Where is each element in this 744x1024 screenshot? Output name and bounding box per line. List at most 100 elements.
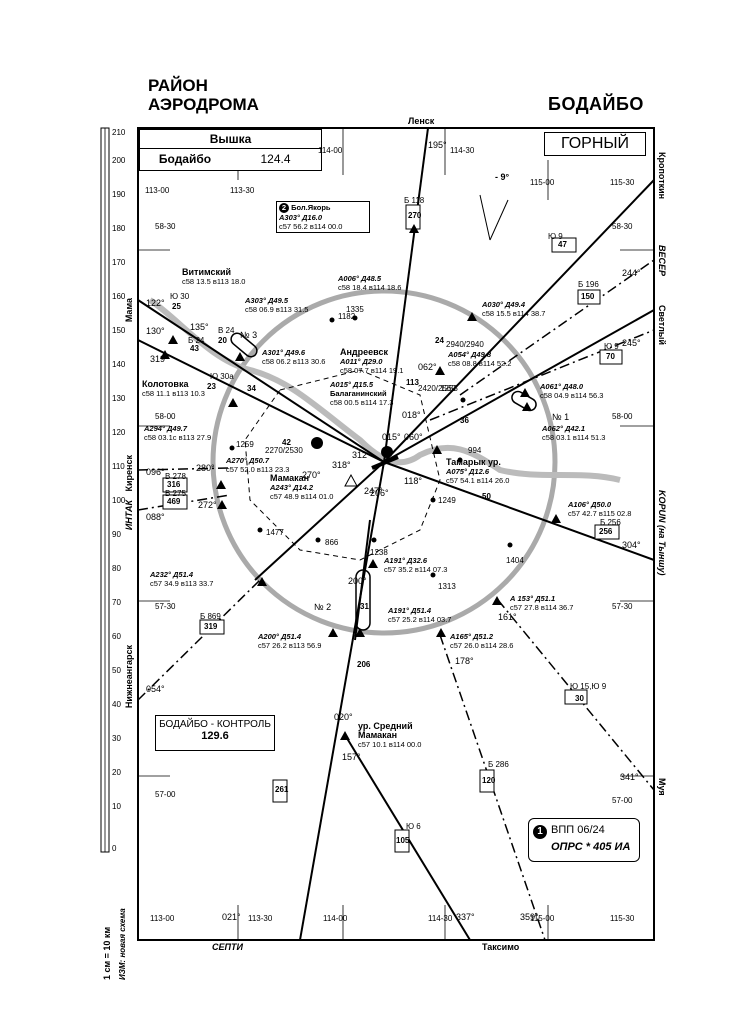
course-label: 178°	[455, 656, 474, 666]
lat-label: 57-00	[155, 790, 176, 799]
scale-tick: 30	[112, 734, 121, 743]
course-label: 304°	[622, 540, 641, 550]
elevation-label: 1249	[438, 496, 456, 505]
point-coord: с57 56.2 в114 00.0	[279, 222, 343, 231]
point-bearing: А015° Д15.5	[330, 380, 374, 389]
airway-width: 42	[282, 438, 291, 447]
airway-id: Ю 6	[406, 822, 421, 831]
point-label: Тамарык ур. А075° Д12.6 с57 54.1 в114 26…	[446, 458, 510, 486]
edge-label-left: ИНТАК	[124, 500, 134, 531]
point-bearing: А294° Д49.7	[144, 424, 188, 433]
lon-label: 113-00	[145, 186, 170, 195]
tower-box: Вышка Бодайбо 124.4	[139, 129, 322, 171]
airway-width: 31	[360, 602, 369, 611]
note-runway: ВПП 06/24	[551, 824, 605, 836]
holdings	[230, 332, 537, 631]
edge-label-right: Муя	[657, 778, 667, 796]
point-label: А 153° Д51.1 с57 27.8 в114 36.7	[510, 594, 573, 612]
elevation-label: 866	[325, 538, 339, 547]
airway-width: 261	[275, 785, 289, 794]
point-label: ур. Средний Мамакан с57 10.1 в114 00.0	[358, 721, 448, 750]
airway-id: Б 196	[578, 280, 599, 289]
elevation-label: 1404	[506, 556, 524, 565]
airway-width: 206	[357, 660, 371, 669]
course-label: 270°	[302, 470, 321, 480]
scale-tick: 210	[112, 128, 126, 137]
airway-width: 113	[406, 378, 419, 387]
note-number: 1	[533, 825, 547, 839]
point-coord: с58 13.5 в113 18.0	[182, 277, 246, 286]
map-frame	[137, 127, 655, 941]
lat-label: 57-30	[155, 602, 176, 611]
point-bearing: А303° Д49.5	[245, 296, 289, 305]
control-name: БОДАЙБО - КОНТРОЛЬ	[159, 719, 271, 730]
holding-label: № 3	[240, 330, 258, 340]
airway-id: Ю 15,Ю 9	[570, 682, 607, 691]
point-bearing: А303° Д16.0	[279, 213, 323, 222]
scale-tick: 50	[112, 666, 121, 675]
point-label: А270° Д50.7 с57 52.0 в113 23.3	[226, 456, 289, 474]
scale-tick: 140	[112, 360, 126, 369]
course-label: 088°	[146, 512, 165, 522]
point-bearing: А006° Д48.5	[338, 274, 382, 283]
point-bearing: А054° Д49.8	[448, 350, 492, 359]
airway-id: В 278	[165, 472, 186, 481]
course-label: 062°	[418, 362, 437, 372]
edge-label-bottom-right: Таксимо	[482, 942, 520, 952]
point-coord: с58 06.2 в113 30.6	[262, 357, 326, 366]
lat-label: 58-30	[612, 222, 633, 231]
point-bearing: А061° Д48.0	[540, 382, 584, 391]
airway-id: Б 869	[200, 612, 221, 621]
airway-id: В 24	[218, 326, 235, 335]
airway-width: 316	[167, 480, 181, 489]
point-coord: с57 26.2 в113 56.9	[258, 641, 322, 650]
airway-id: Ю 30	[170, 292, 190, 301]
area-title-line2: АЭРОДРОМА	[148, 95, 259, 114]
lat-label: 57-00	[612, 796, 633, 805]
scale-tick: 10	[112, 802, 121, 811]
point-label: А200° Д51.4 с57 26.2 в113 56.9	[258, 632, 321, 650]
point-label: А006° Д48.5 с58 18.4 в114 18.6	[338, 274, 401, 292]
lon-label: 114-30	[428, 914, 453, 923]
point-coord: с57 42.7 в115 02.8	[568, 509, 632, 518]
point-label: А301° Д49.6 с58 06.2 в113 30.6	[262, 348, 325, 366]
elevation-label: 1259	[236, 440, 254, 449]
course-label: 135°	[190, 322, 209, 332]
airway-width: 43	[190, 344, 199, 353]
elevation-label: 1335	[346, 305, 364, 314]
scale-tick: 170	[112, 258, 126, 267]
scale-tick: 150	[112, 326, 126, 335]
airway-width: 270	[408, 211, 422, 220]
point-bearing: А075° Д12.6	[446, 467, 490, 476]
altitude-label: 2940/2940	[446, 340, 484, 349]
point-coord: с58 03.1 в114 51.3	[542, 433, 606, 442]
tower-name: Бодайбо	[158, 152, 212, 166]
point-coord: с58 06.9 в113 31.5	[245, 305, 309, 314]
point-coord: с57 54.1 в114 26.0	[446, 476, 510, 485]
magvar-label: - 9°	[495, 172, 510, 182]
point-bearing: А165° Д51.2	[450, 632, 494, 641]
category-box: ГОРНЫЙ	[544, 132, 646, 156]
airway-width: 105	[396, 836, 410, 845]
point-label: А015° Д15.5 Балаганинский с58 00.5 в114 …	[330, 380, 393, 407]
airway-id: Б 24	[188, 336, 205, 345]
edge-label-bottom-left: СЕПТИ	[212, 942, 243, 952]
scale-tick: 190	[112, 190, 126, 199]
point-coord: с58 15.5 в114 38.7	[482, 309, 546, 318]
course-label: 319°	[150, 354, 169, 364]
scale-tick: 0	[112, 844, 117, 853]
izm-note: ИЗМ: новая схема	[118, 908, 127, 980]
course-label: 161°	[498, 612, 517, 622]
edge-label-top: Ленск	[408, 116, 435, 126]
point-label: А062° Д42.1 с58 03.1 в114 51.3	[542, 424, 605, 442]
point-name: Колотовка	[142, 379, 189, 389]
course-label: 359°	[520, 912, 539, 922]
point-bearing: А191° Д51.4	[388, 606, 432, 615]
scale-tick: 130	[112, 394, 126, 403]
course-label: 122°	[146, 298, 165, 308]
point-name: ур. Средний Мамакан	[358, 721, 413, 740]
point-coord: с57 52.0 в113 23.3	[226, 465, 290, 474]
point-label: А106° Д50.0 с57 42.7 в115 02.8	[568, 500, 631, 518]
point-bearing: А301° Д49.6	[262, 348, 306, 357]
